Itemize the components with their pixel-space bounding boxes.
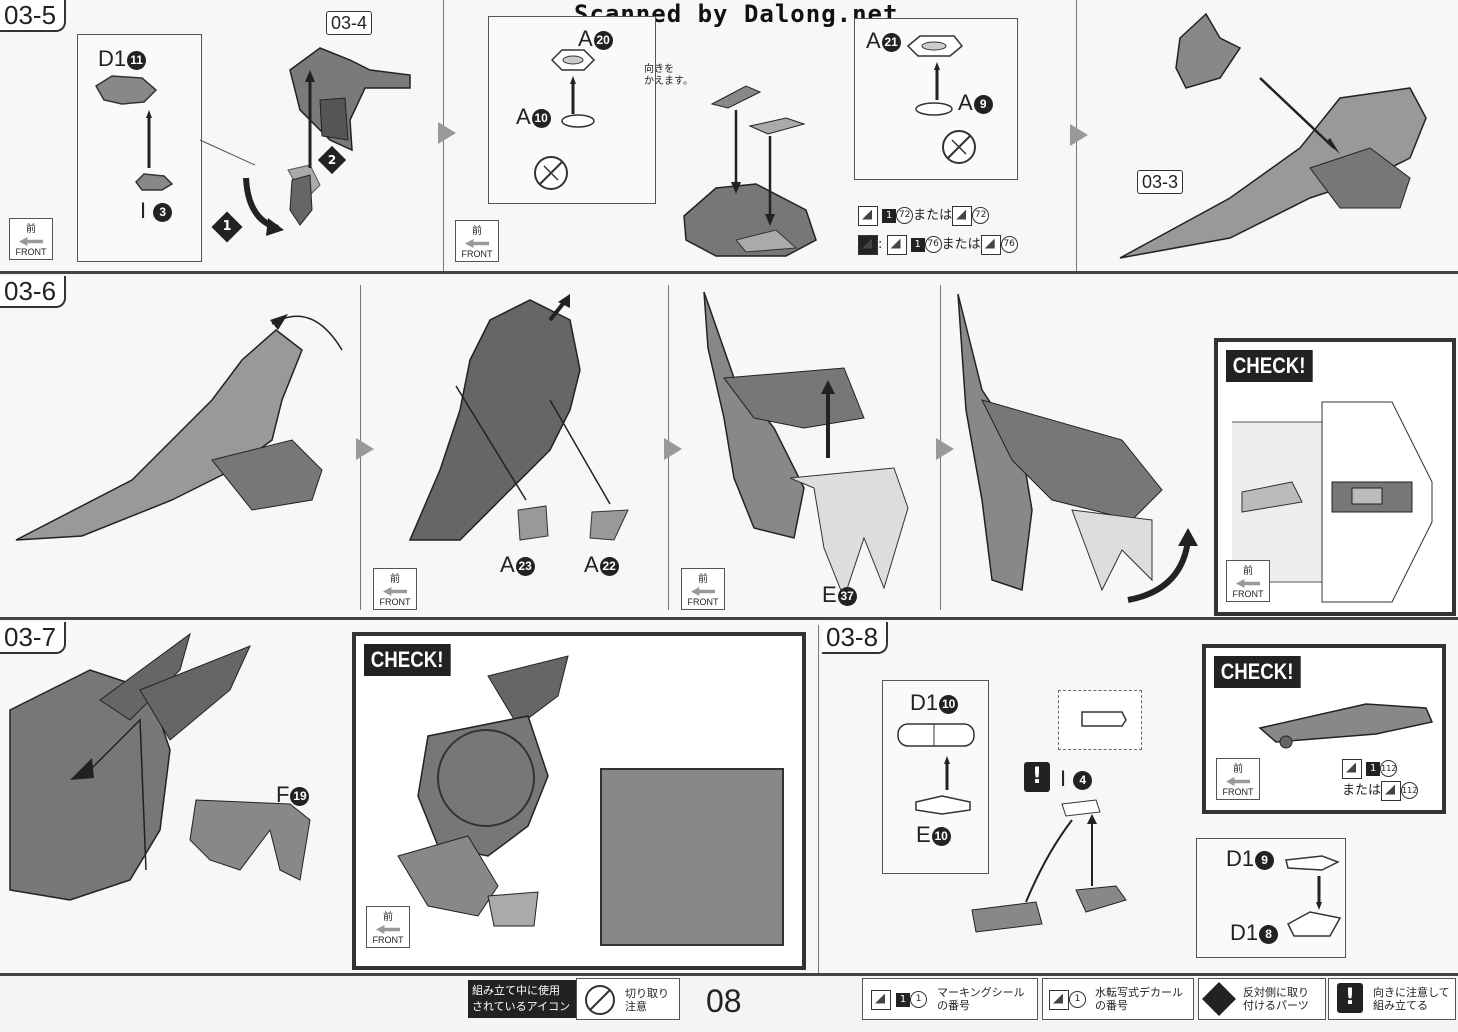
step-arrow xyxy=(1070,124,1088,146)
opposite-side-icon xyxy=(1202,982,1236,1016)
legend-water-decal: 1 水転写式デカールの番号 xyxy=(1042,978,1194,1020)
cut-caution-icon xyxy=(534,156,568,190)
part-assembly-03-8 xyxy=(971,799,1127,933)
check-label: CHECK! xyxy=(364,644,451,676)
arrow-up xyxy=(570,76,576,114)
icon-legend-title: 組み立て中に使用されているアイコン xyxy=(468,980,576,1018)
part-i-4-detail xyxy=(1081,711,1127,727)
rotate-arrow xyxy=(243,177,284,236)
caution-marker: ! xyxy=(1024,762,1050,792)
step-label-03-6: 03-6 xyxy=(0,276,67,308)
panel-divider xyxy=(818,625,819,973)
part-assembly-03-7 xyxy=(9,632,311,901)
page-number: 08 xyxy=(706,983,742,1019)
check-detail-image xyxy=(397,655,569,927)
part-assembly-body xyxy=(287,47,411,226)
step-label-03-3: 03-3 xyxy=(1137,170,1184,194)
part-d1-11 xyxy=(94,75,158,105)
part-assembly-step4 xyxy=(957,293,1198,603)
detail-box xyxy=(77,34,202,262)
step-arrow xyxy=(438,122,456,144)
part-assembly-step2 xyxy=(408,294,629,541)
part-a10 xyxy=(561,114,595,128)
part-d1-10 xyxy=(897,723,975,747)
part-d1-8 xyxy=(1287,911,1342,937)
step-arrow xyxy=(356,438,374,460)
arrow-up xyxy=(944,756,950,790)
legend-cut-caution: 切り取り注意 xyxy=(576,978,680,1020)
part-i-3 xyxy=(135,173,174,191)
callout-1: 1 xyxy=(222,219,232,234)
part-assembly-fuselage xyxy=(1119,12,1427,259)
legend-opposite-side: 反対側に取り付けるパーツ xyxy=(1198,978,1326,1020)
arrow-up xyxy=(934,62,940,100)
cut-caution-icon xyxy=(942,130,976,164)
row-divider-1 xyxy=(0,271,1458,274)
part-a21 xyxy=(906,35,964,57)
step-label-03-7: 03-7 xyxy=(0,622,67,654)
part-label-i-4: I 4 xyxy=(1060,766,1093,792)
check-label: CHECK! xyxy=(1226,350,1313,382)
callout-line xyxy=(199,139,256,166)
step-label-03-8: 03-8 xyxy=(822,622,889,654)
step-label-03-4: 03-4 xyxy=(326,11,373,35)
arrow-down xyxy=(1316,876,1322,910)
orientation-note: 向きをかえます。 xyxy=(644,64,693,87)
check-detail-image xyxy=(1232,401,1433,603)
row-divider-3 xyxy=(0,973,1458,976)
part-a20 xyxy=(550,49,596,71)
part-d1-9 xyxy=(1285,855,1340,871)
step-label-03-5: 03-5 xyxy=(0,0,67,32)
row-divider-2 xyxy=(0,617,1458,620)
legend-orientation: ! 向きに注意して組み立てる xyxy=(1328,978,1456,1020)
part-label-i-3: I 3 xyxy=(140,198,173,224)
part-assembly-step1 xyxy=(15,314,343,541)
part-assembly-head xyxy=(683,85,817,257)
step-arrow xyxy=(936,438,954,460)
cut-caution-icon xyxy=(585,985,615,1015)
part-e10 xyxy=(915,795,971,815)
part-assembly-step3 xyxy=(703,291,909,600)
check-label: CHECK! xyxy=(1214,656,1301,688)
callout-2: 2 xyxy=(327,153,337,167)
part-a9 xyxy=(915,102,953,116)
step-arrow xyxy=(664,438,682,460)
arrow-up xyxy=(146,110,152,168)
zoom-detail xyxy=(600,768,784,946)
check-detail-image xyxy=(1258,703,1434,749)
